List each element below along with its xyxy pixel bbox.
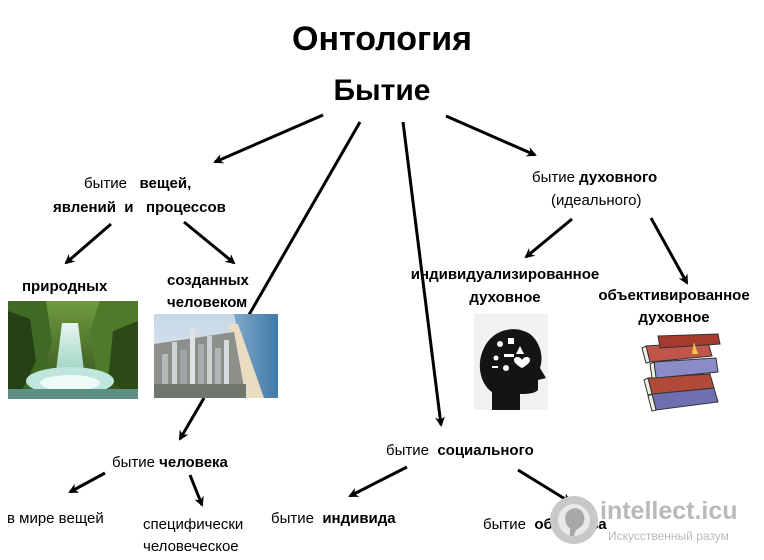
arrow-social-society (517, 468, 572, 504)
node-individualized-line1: индивидуализированное (410, 266, 600, 283)
arrow-root-things (213, 113, 324, 164)
city-beach-photo (154, 314, 278, 398)
node-created-line1: созданных (167, 272, 249, 289)
node-natural: природных (22, 278, 108, 295)
things-plain: бытие (84, 175, 127, 192)
node-human: бытие человека (112, 452, 228, 474)
node-individual: бытие индивида (271, 508, 396, 530)
books-stack-icon (638, 332, 726, 412)
social-plain: бытие (386, 442, 429, 459)
watermark-tagline: Искусственный разум (608, 529, 729, 543)
node-social: бытие социального (386, 440, 534, 462)
things-processes: процессов (146, 199, 226, 216)
node-things: бытие вещей, (84, 173, 191, 195)
node-objectified-line1: объективированное (598, 287, 750, 304)
node-specific-line1: специфически (143, 516, 244, 533)
things-bold: вещей, (139, 175, 192, 192)
individual-plain: бытие (271, 510, 314, 527)
watermark-name: intellect.icu (600, 497, 738, 525)
node-spiritual: бытие духовного (532, 167, 657, 189)
human-bold: человека (159, 454, 228, 471)
spiritual-bold: духовного (579, 169, 658, 186)
arrow-things-natural (64, 222, 112, 265)
arrow-spiritual-individualized (524, 217, 573, 259)
spiritual-ideal: (идеального) (551, 192, 642, 209)
arrow-root-spiritual (445, 114, 537, 157)
society-plain: бытие (483, 516, 526, 533)
node-individualized-line2: духовное (469, 289, 541, 306)
human-plain: бытие (112, 454, 155, 471)
social-bold: социального (437, 442, 534, 459)
arrow-created-human (178, 397, 206, 441)
waterfall-photo (8, 301, 138, 399)
arrow-things-created (183, 220, 236, 265)
line-root-created (240, 121, 362, 328)
arrow-human-inworld (68, 471, 106, 494)
head-silhouette-icon (474, 314, 548, 410)
node-objectified-line2: духовное (638, 309, 710, 326)
intellect-logo-icon (548, 494, 600, 546)
arrow-root-social (401, 121, 445, 427)
things-and: и (124, 199, 134, 216)
node-in-world: в мире вещей (7, 510, 104, 527)
page-title: Онтология (292, 20, 472, 58)
spiritual-plain: бытие (532, 169, 575, 186)
individual-bold: индивида (322, 510, 396, 527)
node-specific-line2: человеческое (143, 538, 239, 555)
root-node: Бытие (333, 74, 431, 107)
things-phenomena: явлений (53, 199, 116, 216)
arrow-spiritual-objectified (649, 217, 689, 285)
node-things-line2: явлений и процессов (53, 197, 226, 219)
node-created-line2: человеком (167, 294, 248, 311)
arrow-social-individual (348, 465, 408, 498)
arrow-human-specific (188, 474, 204, 507)
